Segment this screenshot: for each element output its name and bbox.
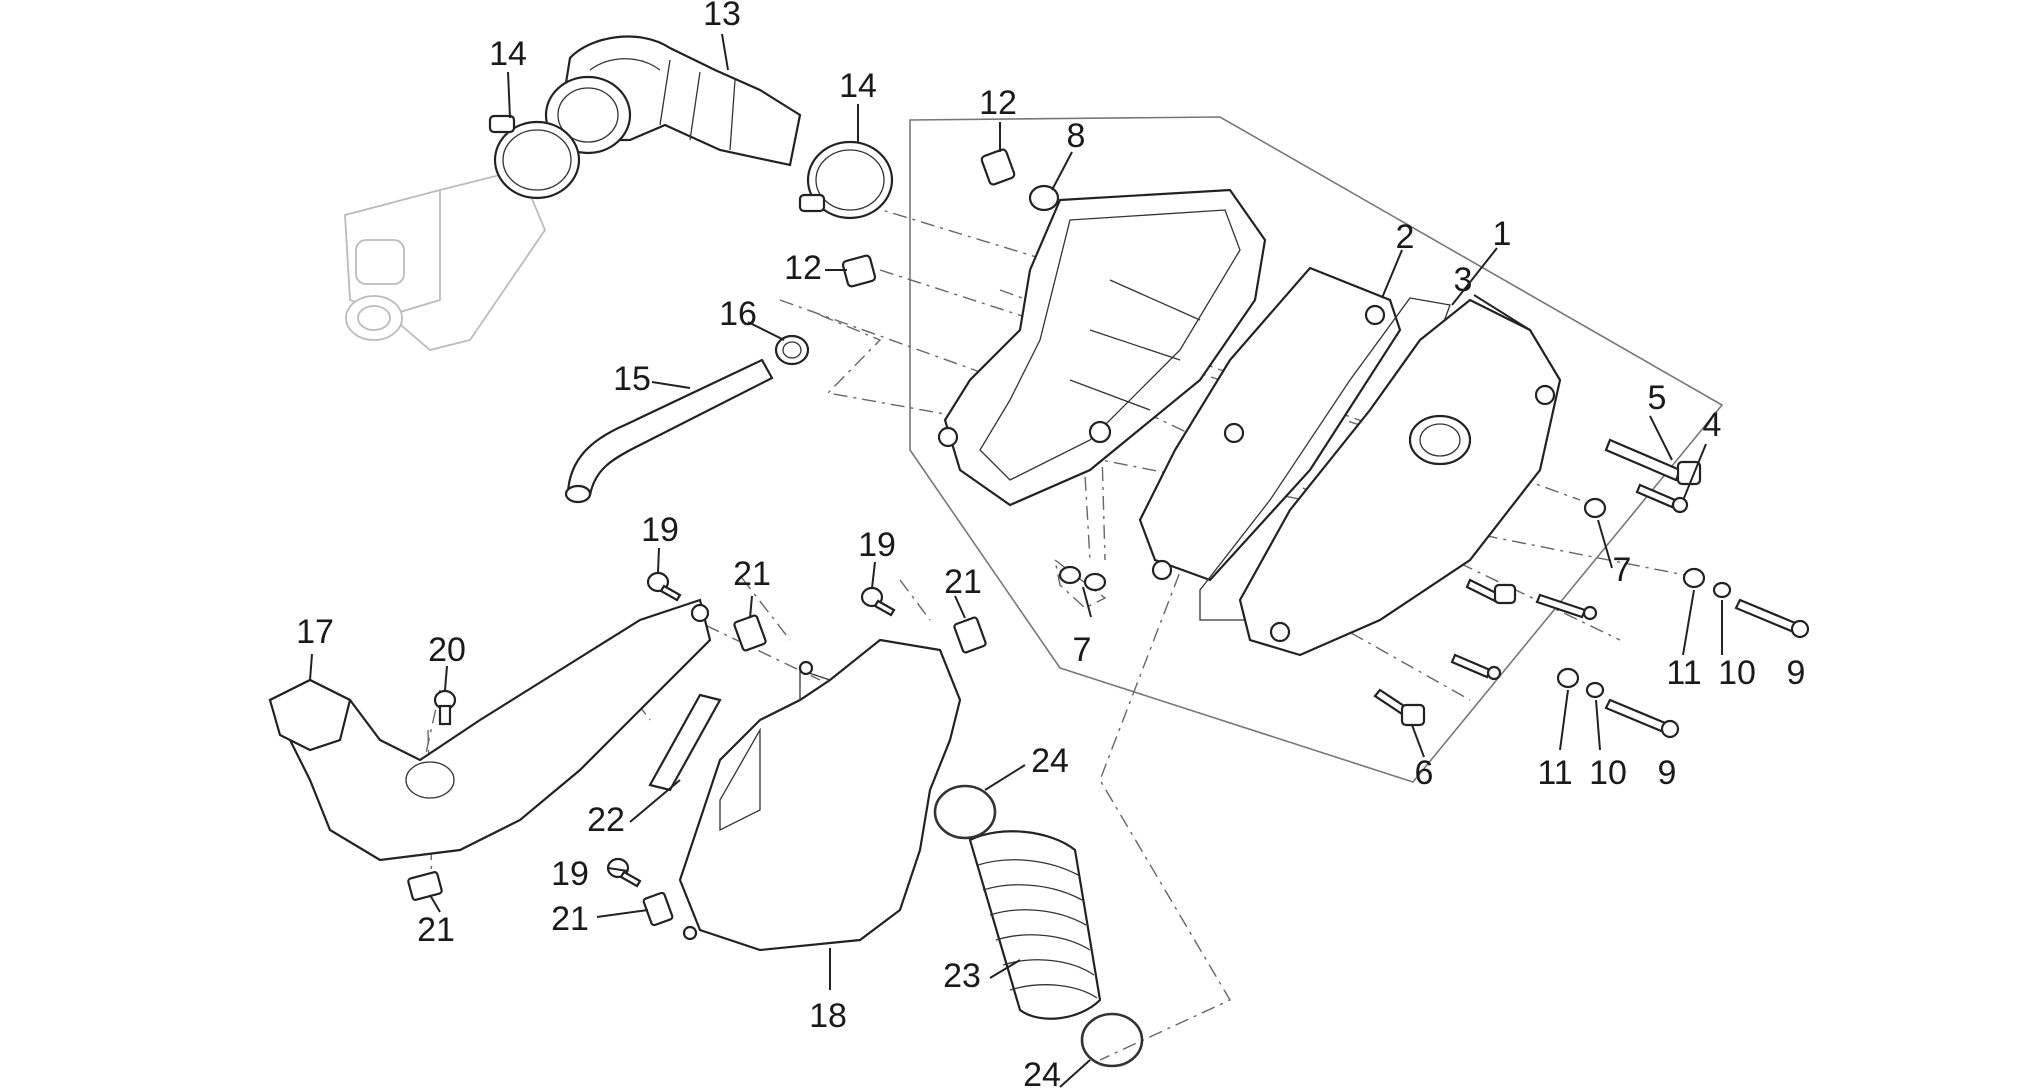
washer-7-left-b (1083, 572, 1107, 592)
intake-snorkel (268, 598, 712, 862)
callout-23: 23 (943, 957, 981, 995)
intake-elbow-duct (544, 35, 802, 167)
screw-cover-a (1465, 578, 1517, 605)
callout-5: 5 (1648, 379, 1667, 417)
filter-element (1138, 266, 1402, 582)
callout-11-lower: 11 (1537, 754, 1572, 792)
callout-4: 4 (1703, 406, 1722, 444)
callout-24-upper: 24 (1031, 742, 1069, 780)
clip-nut-lower (841, 254, 877, 288)
washer-10-upper (1712, 581, 1732, 599)
drain-hose (564, 358, 774, 504)
leader-lines (309, 33, 1723, 1088)
small-hose-clip (774, 334, 810, 366)
screw-cover-c (1450, 653, 1502, 681)
callout-9-upper: 9 (1787, 654, 1806, 692)
clip-21-b (953, 616, 987, 654)
callout-7-right: 7 (1613, 551, 1632, 589)
bolt-9-lower (1604, 698, 1680, 739)
screw-6 (1373, 688, 1426, 727)
callout-8: 8 (1067, 117, 1086, 155)
callout-21-d: 21 (551, 900, 589, 938)
callout-6: 6 (1415, 754, 1434, 792)
callout-18: 18 (809, 997, 847, 1035)
callout-19-left: 19 (641, 511, 679, 549)
callout-13: 13 (703, 0, 741, 33)
clip-21-a (733, 614, 767, 652)
washer-7-left-a (1058, 565, 1082, 585)
air-box-base (937, 188, 1267, 507)
clip-21-c (407, 871, 443, 901)
callout-12-lower: 12 (784, 249, 822, 287)
callout-2: 2 (1396, 218, 1415, 256)
callout-22: 22 (587, 801, 625, 839)
washer-11-upper (1682, 567, 1706, 589)
callout-21-a: 21 (733, 555, 771, 593)
bolt-19-c (606, 857, 642, 888)
screw-5 (1604, 438, 1702, 486)
callout-12-upper: 12 (979, 84, 1017, 122)
clip-nut-upper (980, 148, 1016, 186)
callout-14-right: 14 (839, 67, 877, 105)
washer-7-right (1583, 497, 1607, 519)
hose-clamp-right (798, 140, 894, 220)
callout-24-lower: 24 (1023, 1056, 1061, 1091)
air-box-cover (1238, 298, 1562, 657)
clip-21-d (642, 891, 674, 927)
callout-10-lower: 10 (1589, 754, 1627, 792)
hose-clamp-left (488, 114, 581, 200)
callout-16: 16 (719, 295, 757, 333)
bellows-hose (968, 830, 1102, 1020)
callout-14-left: 14 (489, 35, 527, 73)
bolt-20 (433, 689, 457, 726)
bolt-9-upper (1734, 598, 1810, 639)
bellows-clamp-upper (933, 784, 997, 840)
bolt-19-b (860, 586, 896, 617)
washer-10-lower (1585, 681, 1605, 699)
callout-3: 3 (1454, 261, 1473, 299)
grommet (1028, 184, 1060, 212)
bellows-clamp-lower (1080, 1012, 1144, 1068)
callout-21-c: 21 (417, 911, 455, 949)
callout-10-upper: 10 (1718, 654, 1756, 692)
callout-7-left: 7 (1073, 631, 1092, 669)
callout-21-b: 21 (944, 563, 982, 601)
screw-cover-b (1535, 593, 1598, 621)
callout-19-right: 19 (858, 526, 896, 564)
assembly-outline (909, 116, 1724, 783)
washer-11-lower (1556, 667, 1580, 689)
callout-15: 15 (613, 360, 651, 398)
bolt-19-a (646, 571, 682, 602)
callout-19-bottom: 19 (551, 855, 589, 893)
throttle-body-ghost (344, 168, 547, 351)
callout-17: 17 (296, 613, 334, 651)
callout-9-lower: 9 (1658, 754, 1677, 792)
callout-1: 1 (1493, 215, 1512, 253)
silencer-housing (678, 638, 962, 952)
callout-20: 20 (428, 631, 466, 669)
seal-strip (648, 693, 722, 792)
screw-4 (1635, 483, 1689, 514)
callout-11-upper: 11 (1666, 654, 1701, 692)
callout-labels: 1 2 3 4 5 6 7 7 8 9 9 10 10 11 11 12 12 … (296, 0, 1805, 1091)
